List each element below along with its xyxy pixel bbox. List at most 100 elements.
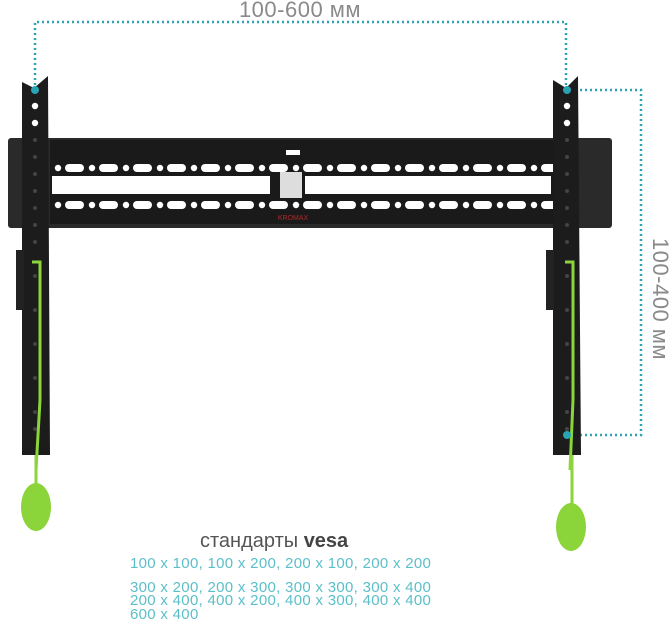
standards-line: 600 x 400	[130, 605, 199, 623]
standards-line: 100 x 100, 100 x 200, 200 x 100, 200 x 2…	[130, 555, 432, 572]
right-upright	[546, 76, 581, 455]
mount-hole	[122, 201, 130, 209]
mount-slot	[65, 164, 84, 172]
upright-hole	[31, 102, 39, 110]
mount-hole	[122, 164, 130, 172]
mount-hole	[530, 164, 538, 172]
mount-slot	[269, 164, 288, 172]
mount-point-marker	[563, 431, 571, 439]
mount-hole	[190, 164, 198, 172]
upright-hole	[565, 410, 569, 414]
upright-hole	[33, 155, 37, 159]
mount-hole	[462, 201, 470, 209]
left-upright	[16, 76, 50, 455]
vesa-standards-list: 100 x 100, 100 x 200, 200 x 100, 200 x 2…	[130, 555, 432, 623]
mount-slot	[133, 201, 152, 209]
mount-slot	[201, 164, 220, 172]
upright-hole	[565, 223, 569, 227]
mount-slot	[303, 201, 322, 209]
mount-hole	[54, 164, 62, 172]
mount-point-marker	[563, 86, 571, 94]
mount-slot	[439, 201, 458, 209]
mount-slot	[65, 201, 84, 209]
upright-hole	[565, 155, 569, 159]
mount-slot	[269, 201, 288, 209]
upright-hole	[33, 427, 37, 431]
upright-hole	[565, 172, 569, 176]
standards-title-prefix: стандарты	[200, 530, 299, 552]
mount-slot	[473, 164, 492, 172]
mount-slot	[473, 201, 492, 209]
mount-slot	[235, 164, 254, 172]
mount-slot	[405, 201, 424, 209]
standards-line: 200 x 400, 400 x 200, 400 x 300, 400 x 4…	[130, 592, 432, 609]
mount-hole	[462, 164, 470, 172]
upright-hole	[31, 119, 39, 127]
upright-hole	[33, 189, 37, 193]
mount-point-marker	[31, 86, 39, 94]
horizontal-dimension-label: 100-600 мм	[238, 0, 362, 22]
upright-hole	[565, 427, 569, 431]
mount-slot	[439, 164, 458, 172]
mount-hole	[258, 164, 266, 172]
upright-hole	[565, 206, 569, 210]
mount-hole	[530, 201, 538, 209]
upright-hole	[563, 119, 571, 127]
mount-hole	[224, 164, 232, 172]
mount-hole	[88, 164, 96, 172]
dimension-lines	[33, 20, 643, 437]
mount-hole	[428, 201, 436, 209]
upright-hole	[565, 274, 569, 278]
mount-hole	[360, 201, 368, 209]
mount-slot	[133, 164, 152, 172]
brand-logo: KROMAX	[278, 215, 309, 222]
mount-hole	[224, 201, 232, 209]
upright-hole	[33, 206, 37, 210]
mount-hole	[156, 201, 164, 209]
mount-slot	[371, 164, 390, 172]
mount-hole	[292, 201, 300, 209]
mount-slot	[337, 164, 356, 172]
mount-hole	[156, 164, 164, 172]
upright-hole	[33, 274, 37, 278]
right-lever	[556, 260, 586, 551]
mount-hole	[258, 201, 266, 209]
mount-slot	[507, 164, 526, 172]
mount-slot	[201, 201, 220, 209]
mount-slot	[167, 201, 186, 209]
mount-hole	[496, 201, 504, 209]
mount-slot	[507, 201, 526, 209]
upright-hole	[565, 342, 569, 346]
upright-hole	[565, 240, 569, 244]
mount-slot	[371, 201, 390, 209]
mount-slot	[167, 164, 186, 172]
upright-hole	[33, 376, 37, 380]
mount-slot	[99, 164, 118, 172]
mount-slot	[405, 164, 424, 172]
mount-hole	[292, 164, 300, 172]
upright-hole	[33, 138, 37, 142]
mount-hole	[394, 201, 402, 209]
upright-hole	[565, 138, 569, 142]
upright-hole	[563, 102, 571, 110]
mount-slot	[235, 201, 254, 209]
upright-hole	[565, 308, 569, 312]
mount-hole	[360, 164, 368, 172]
upright-hole	[33, 240, 37, 244]
upright-hole	[33, 172, 37, 176]
upright-hole	[565, 189, 569, 193]
left-lever	[21, 260, 51, 531]
upright-hole	[33, 308, 37, 312]
mount-hole	[88, 201, 96, 209]
upright-hole	[33, 342, 37, 346]
wall-plate: KROMAX	[8, 138, 612, 228]
mount-slot	[99, 201, 118, 209]
upright-hole	[565, 376, 569, 380]
mount-hole	[496, 164, 504, 172]
standards-line: 300 x 200, 200 x 300, 300 x 300, 300 x 4…	[130, 578, 432, 596]
vertical-dimension-label: 100-400 мм	[648, 237, 670, 361]
mount-hole	[326, 201, 334, 209]
mount-hole	[54, 201, 62, 209]
upright-hole	[33, 223, 37, 227]
